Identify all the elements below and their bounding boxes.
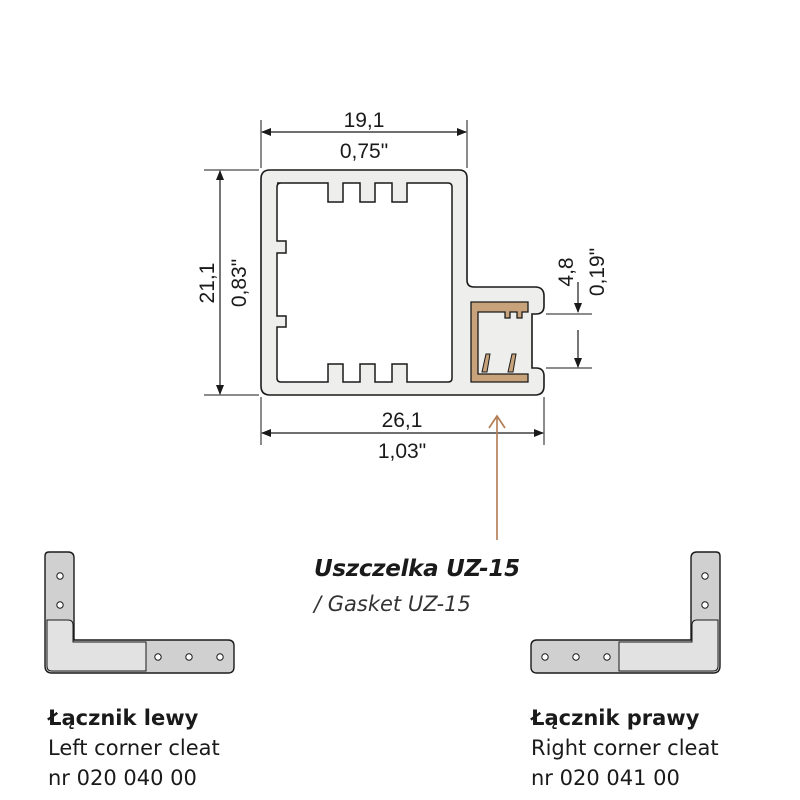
dim-top-width: 19,1 0,75" (260, 109, 468, 168)
gasket-title: Uszczelka UZ-15 (314, 556, 520, 582)
dim-height: 21,1 0,83" (196, 169, 259, 396)
dim-height-mm: 21,1 (196, 263, 219, 304)
right-corner-cleat (530, 551, 721, 674)
left-corner-cleat (44, 551, 235, 674)
gasket-lip-2 (507, 353, 517, 373)
gasket-uz15 (470, 301, 529, 383)
dim-height-in: 0,83" (228, 259, 251, 307)
dim-bottom-width-mm: 26,1 (382, 409, 423, 432)
right-cleat-number: nr 020 041 00 (531, 766, 680, 790)
dim-bottom-width-in: 1,03" (378, 440, 426, 463)
right-cleat-caption: Łącznik prawy Right corner cleat nr 020 … (531, 703, 719, 793)
left-cleat-name: Left corner cleat (48, 736, 220, 760)
gasket-subtitle: / Gasket UZ-15 (314, 592, 471, 616)
right-cleat-title: Łącznik prawy (531, 706, 700, 730)
left-cleat-number: nr 020 040 00 (48, 766, 197, 790)
gasket-lip-1 (481, 353, 491, 373)
profile-cross-section (260, 169, 545, 396)
dim-gap: 4,8 0,19" (546, 248, 609, 369)
left-cleat-caption: Łącznik lewy Left corner cleat nr 020 04… (48, 703, 220, 793)
dim-bottom-width: 26,1 1,03" (260, 397, 545, 463)
dim-gap-in: 0,19" (586, 248, 609, 296)
left-cleat-title: Łącznik lewy (48, 706, 199, 730)
dim-gap-mm: 4,8 (555, 257, 578, 286)
profile-hollow (276, 182, 453, 383)
dim-top-width-in: 0,75" (340, 140, 388, 163)
dim-top-width-mm: 19,1 (344, 109, 385, 132)
right-cleat-name: Right corner cleat (531, 736, 719, 760)
gasket-pointer-arrow (488, 414, 506, 540)
